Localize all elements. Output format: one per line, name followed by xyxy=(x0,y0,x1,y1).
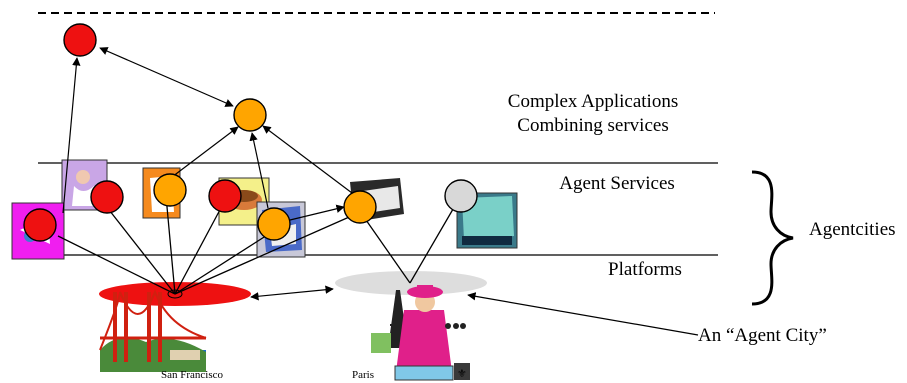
paris-image: ⚜ xyxy=(371,285,470,381)
platforms-label: Platforms xyxy=(608,259,682,280)
composition-arrows xyxy=(62,47,699,336)
nodes xyxy=(23,23,478,242)
svg-text:⚜: ⚜ xyxy=(457,368,467,380)
platform-links xyxy=(57,195,457,295)
service-node-orange-2 xyxy=(257,207,291,241)
agent-city-label: An “Agent City” xyxy=(698,325,827,346)
san-francisco-image xyxy=(99,289,207,372)
agent-services-label: Agent Services xyxy=(559,173,675,194)
service-image-teal xyxy=(456,192,518,249)
paris-label: Paris xyxy=(352,369,374,381)
combining-services-label: Combining services xyxy=(517,115,668,136)
agentcities-brace xyxy=(751,170,794,306)
service-node-orange-1 xyxy=(153,173,187,207)
service-node-orange-3 xyxy=(343,190,377,224)
service-node-red-3 xyxy=(208,179,242,213)
complex-app-node-orange xyxy=(233,98,267,132)
paris-platform xyxy=(335,271,487,295)
service-node-red-1 xyxy=(23,208,57,242)
agentcities-label: Agentcities xyxy=(809,219,896,240)
complex-applications-label: Complex Applications xyxy=(508,91,678,112)
complex-app-node-red xyxy=(63,23,97,57)
service-node-grey xyxy=(444,179,478,213)
san-francisco-label: San Francisco xyxy=(161,369,224,381)
service-node-red-2 xyxy=(90,180,124,214)
